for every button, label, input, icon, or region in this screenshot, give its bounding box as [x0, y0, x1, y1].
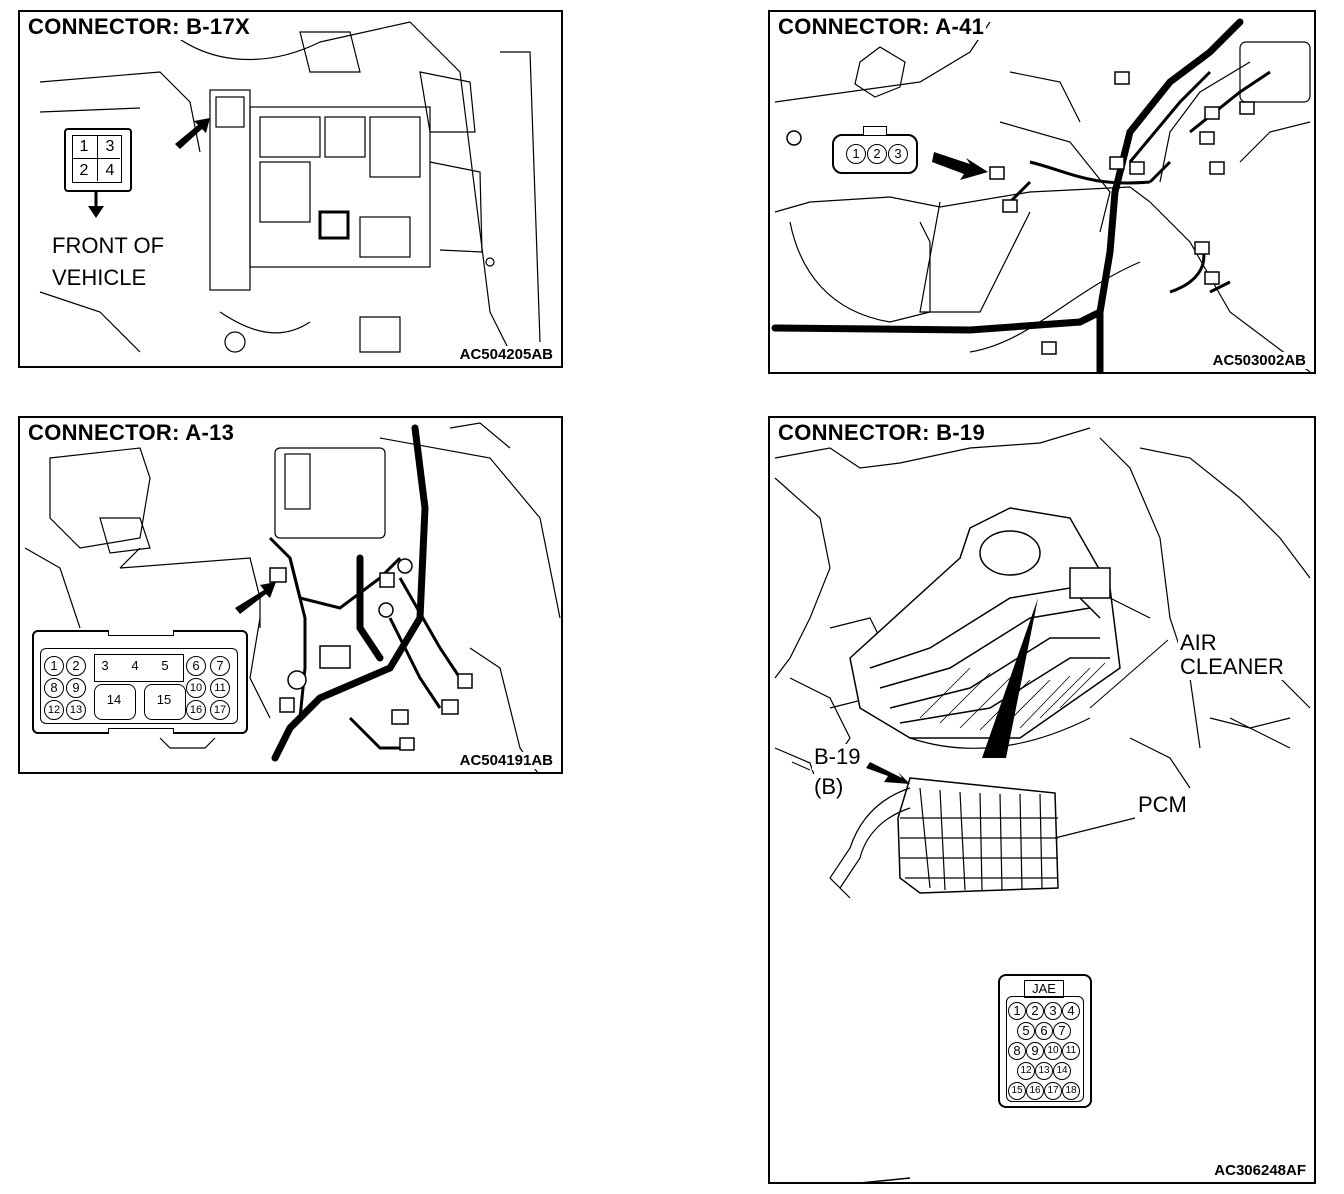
pcm-label: PCM [1136, 792, 1189, 818]
b19-pin-3: 3 [1044, 1002, 1062, 1020]
panel-connector-a13: 1 2 3 4 5 6 7 8 9 14 15 10 11 12 13 16 1… [18, 416, 563, 774]
panel-connector-b19: JAE 1 2 3 4 5 6 7 8 9 10 11 12 13 14 15 … [768, 416, 1316, 1184]
b19-pin-10: 10 [1044, 1042, 1062, 1060]
b17x-pin-4: 4 [105, 162, 115, 179]
b19-connector-sub-label: (B) [812, 774, 846, 800]
b19-pin-17: 17 [1044, 1082, 1062, 1100]
b19-pin-15: 15 [1008, 1082, 1026, 1100]
b19-pin-9: 9 [1026, 1042, 1044, 1060]
a13-pin-13: 13 [66, 700, 86, 720]
b19-figure-code: AC306248AF [1212, 1162, 1308, 1179]
b19-pin-7: 7 [1053, 1022, 1071, 1040]
b19-pin-2: 2 [1026, 1002, 1044, 1020]
a41-title: CONNECTOR: A-41 [776, 14, 987, 40]
a41-pin-3: 3 [888, 144, 908, 164]
a13-pin-10: 10 [186, 678, 206, 698]
b17x-pin-2: 2 [79, 162, 89, 179]
a13-figure-code: AC504191AB [457, 752, 555, 769]
a13-pin-2: 2 [66, 656, 86, 676]
b17x-pin-1: 1 [79, 138, 89, 155]
a13-pin-14-cavity [94, 684, 136, 720]
a13-title: CONNECTOR: A-13 [26, 420, 237, 446]
a41-pin-2: 2 [867, 144, 887, 164]
front-of-vehicle-label-line1: FRONT OF [50, 233, 167, 259]
b17x-connector-face: 1 3 2 4 [64, 128, 132, 192]
a41-figure-code: AC503002AB [1210, 352, 1308, 369]
b19-connector-label: B-19 [812, 744, 863, 770]
front-of-vehicle-label-line2: VEHICLE [50, 265, 149, 291]
b17x-pin-3: 3 [105, 138, 115, 155]
b17x-title: CONNECTOR: B-17X [26, 14, 252, 40]
b19-jae-connector-face: JAE 1 2 3 4 5 6 7 8 9 10 11 12 13 14 15 … [998, 974, 1092, 1108]
a13-connector-face: 1 2 3 4 5 6 7 8 9 14 15 10 11 12 13 16 1… [32, 630, 248, 734]
a13-pin-7: 7 [210, 656, 230, 676]
panel-connector-b17x: 1 3 2 4 FRONT OF VEHICLE CONNECTOR: B-17… [18, 10, 563, 368]
b19-pin-4: 4 [1062, 1002, 1080, 1020]
panel-connector-a41: 1 2 3 CONNECTOR: A-41 AC503002AB [768, 10, 1316, 374]
a13-pin-6: 6 [186, 656, 206, 676]
b17x-figure-code: AC504205AB [457, 346, 555, 363]
a13-pin-11: 11 [210, 678, 230, 698]
a41-pin-1: 1 [846, 144, 866, 164]
a13-pin-17: 17 [210, 700, 230, 720]
a13-pin-15: 15 [156, 692, 172, 707]
a13-pin-5: 5 [161, 658, 169, 673]
b17x-engine-illustration [39, 21, 541, 353]
a13-pin-15-cavity [144, 684, 186, 720]
b19-pin-18: 18 [1062, 1082, 1080, 1100]
a13-pin-1: 1 [44, 656, 64, 676]
b19-pin-8: 8 [1008, 1042, 1026, 1060]
b19-engine-illustration [774, 427, 1311, 1182]
b19-pin-5: 5 [1017, 1022, 1035, 1040]
a13-engine-illustration [24, 422, 561, 772]
air-cleaner-label-line2: CLEANER [1178, 654, 1286, 680]
b19-pin-11: 11 [1062, 1042, 1080, 1060]
b19-jae-label: JAE [1024, 980, 1064, 998]
b19-pin-12: 12 [1017, 1062, 1035, 1080]
a13-pin-12: 12 [44, 700, 64, 720]
b19-pin-13: 13 [1035, 1062, 1053, 1080]
a13-pin-9: 9 [66, 678, 86, 698]
b19-pin-1: 1 [1008, 1002, 1026, 1020]
a13-pin-14: 14 [106, 692, 122, 707]
a13-pin-4: 4 [131, 658, 139, 673]
a41-connector-face: 1 2 3 [832, 126, 918, 174]
b19-pin-14: 14 [1053, 1062, 1071, 1080]
b19-pin-6: 6 [1035, 1022, 1053, 1040]
a13-pin-8: 8 [44, 678, 64, 698]
b19-pin-16: 16 [1026, 1082, 1044, 1100]
a13-pin-3: 3 [101, 658, 109, 673]
b19-title: CONNECTOR: B-19 [776, 420, 988, 446]
air-cleaner-label-line1: AIR [1178, 630, 1219, 656]
a41-engine-illustration [771, 18, 1311, 372]
a13-pin-16: 16 [186, 700, 206, 720]
